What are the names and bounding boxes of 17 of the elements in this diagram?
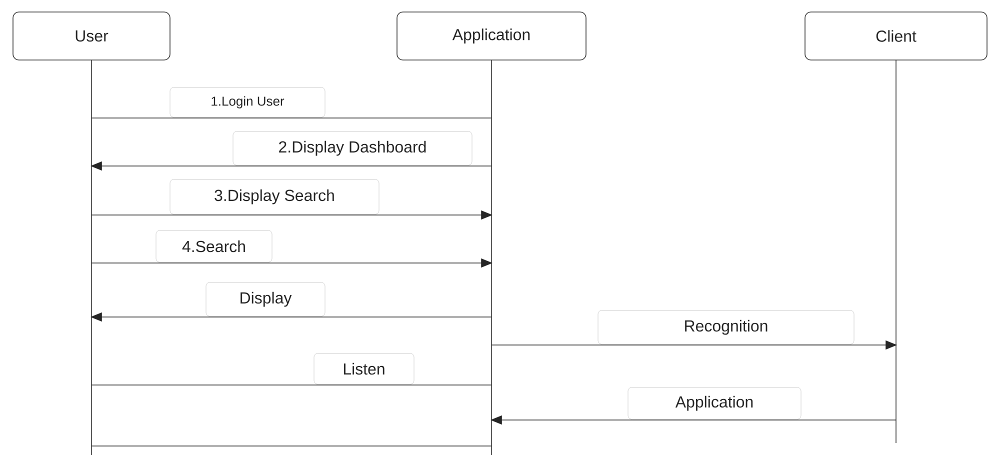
edge-label: 4.Search (156, 230, 272, 262)
message-arrow (91, 312, 492, 322)
participant-box: Application (396, 12, 586, 60)
message-arrow (91, 210, 492, 220)
message-arrow (491, 415, 896, 424)
edge-label: 2.Display Dashboard (232, 131, 472, 166)
edge-label: Recognition (598, 310, 854, 344)
message-arrow (91, 258, 492, 268)
edge-label: 3.Display Search (170, 179, 380, 214)
edge-label: Application (628, 387, 802, 420)
edge-label: 1.Login User (170, 87, 326, 118)
message-arrow (91, 161, 492, 170)
edge-label: Display (206, 282, 326, 316)
participant-box: User (12, 12, 170, 60)
edge-label: Listen (314, 353, 414, 384)
participant-box: Client (804, 12, 988, 60)
message-arrow (491, 340, 896, 350)
